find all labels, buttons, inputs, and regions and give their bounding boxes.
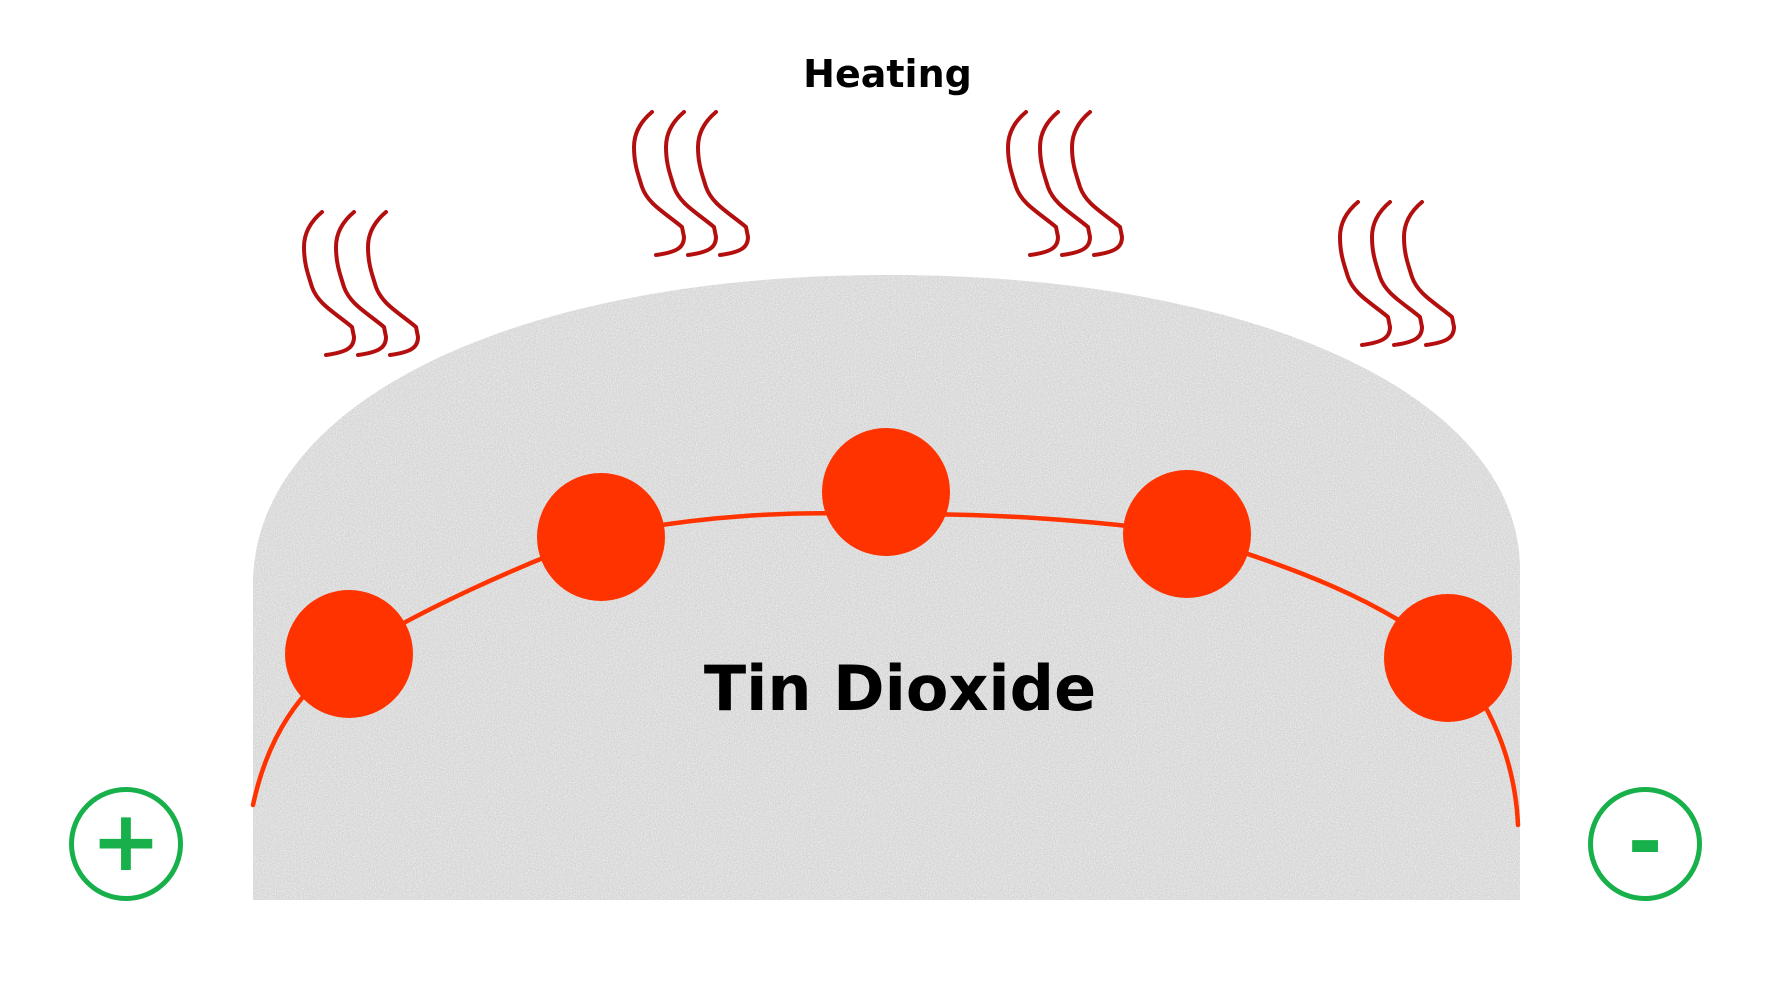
particle-dot	[822, 428, 950, 556]
heating-label: Heating	[803, 52, 972, 96]
heat-wave-icon	[632, 110, 750, 257]
particle-dot	[537, 473, 665, 601]
heat-wave-icon	[1338, 200, 1456, 347]
minus-terminal-symbol: -	[1627, 792, 1663, 890]
heat-wave-icon	[1006, 110, 1124, 257]
particle-dot	[1384, 594, 1512, 722]
particle-dot	[285, 590, 413, 718]
heat-wave-icon	[302, 210, 420, 357]
plus-terminal-icon: +	[69, 787, 183, 901]
tin-dioxide-label: Tin Dioxide	[703, 652, 1097, 725]
tin-dioxide-texture	[253, 275, 1520, 900]
plus-terminal-symbol: +	[90, 792, 162, 890]
particle-dot	[1123, 470, 1251, 598]
minus-terminal-icon: -	[1588, 787, 1702, 901]
